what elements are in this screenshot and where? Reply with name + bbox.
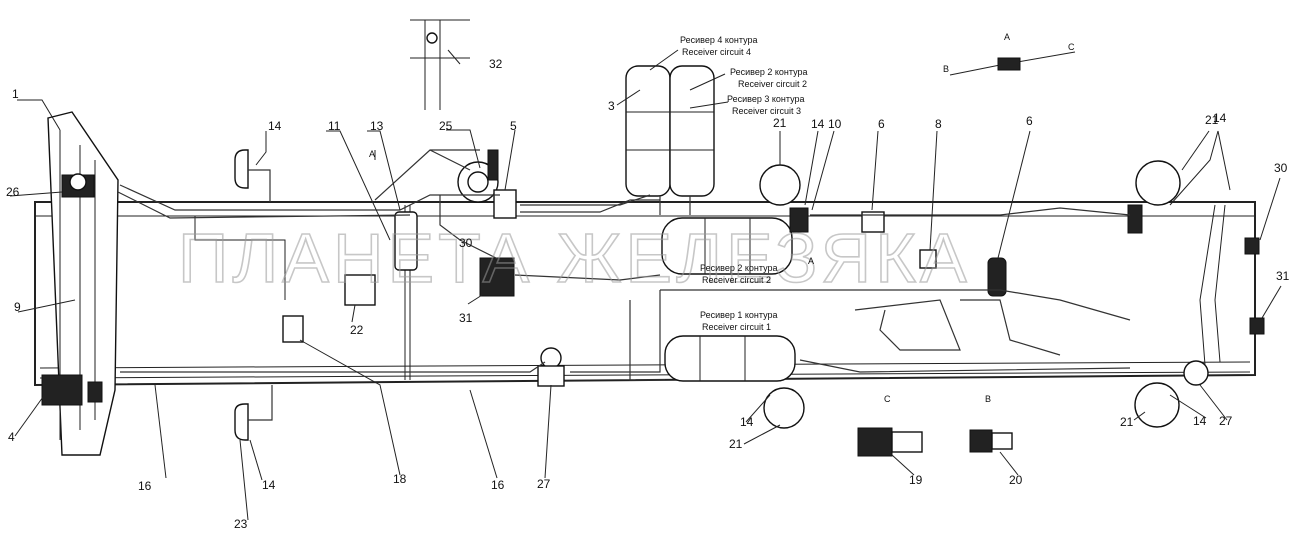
callout-27a: 27 <box>537 477 551 491</box>
front-right-wheel-assembly <box>61 173 95 198</box>
callout-19: 19 <box>909 473 923 487</box>
label-receiver-1-ru: Ресивер 1 контура <box>700 310 777 320</box>
callout-9: 9 <box>14 300 21 314</box>
label-receiver-1-en: Receiver circuit 1 <box>702 322 771 332</box>
callout-13: 13 <box>370 119 384 133</box>
view-letter-a-top: A <box>1004 32 1010 42</box>
callout-5: 5 <box>510 119 517 133</box>
view-letter-b-top: B <box>943 64 949 74</box>
callout-32: 32 <box>489 57 503 71</box>
callout-27b: 27 <box>1219 414 1233 428</box>
callout-14c: 14 <box>1213 111 1227 125</box>
callout-14e: 14 <box>1193 414 1207 428</box>
callout-14f: 14 <box>262 478 276 492</box>
label-receiver-2-en: Receiver circuit 2 <box>738 79 807 89</box>
callout-23: 23 <box>234 517 248 531</box>
callout-11: 11 <box>328 119 341 133</box>
callout-21a: 21 <box>773 116 787 130</box>
callout-14d: 14 <box>740 415 754 429</box>
callout-numbers: 1 3 4 5 6 6 8 9 10 11 13 14 14 14 14 14 … <box>6 57 1290 531</box>
front-brake-chamber-top <box>234 149 271 202</box>
callout-1: 1 <box>12 87 19 101</box>
callout-25: 25 <box>439 119 453 133</box>
callout-16b: 16 <box>491 478 505 492</box>
callout-21d: 21 <box>1120 415 1134 429</box>
label-receiver-2b-en: Receiver circuit 2 <box>702 275 771 285</box>
callout-26: 26 <box>6 185 20 199</box>
callout-8: 8 <box>935 117 942 131</box>
coupling-19 <box>857 427 923 457</box>
label-receiver-4-ru: Ресивер 4 контура <box>680 35 757 45</box>
callout-21c: 21 <box>729 437 743 451</box>
callout-21b: 21 <box>1205 113 1219 127</box>
callout-14b: 14 <box>811 117 825 131</box>
front-brake-chamber-bottom <box>234 385 273 441</box>
receiver-circuit-1-horizontal <box>664 335 796 382</box>
view-letters: A A A B C C B <box>369 32 1075 404</box>
callout-4: 4 <box>8 430 15 444</box>
callout-16a: 16 <box>138 479 152 493</box>
view-letter-c-top: C <box>1068 42 1075 52</box>
view-letter-a-mid: A <box>808 256 814 266</box>
callout-3: 3 <box>608 99 615 113</box>
label-receiver-2-ru: Ресивер 2 контура <box>730 67 807 77</box>
receiver-labels: Ресивер 4 контура Receiver circuit 4 Рес… <box>680 35 807 332</box>
leader-lines <box>9 49 1282 521</box>
callout-20: 20 <box>1009 473 1023 487</box>
label-receiver-3-en: Receiver circuit 3 <box>732 106 801 116</box>
callout-14a: 14 <box>268 119 282 133</box>
callout-18: 18 <box>393 472 407 486</box>
front-left-wheel-assembly <box>41 374 103 406</box>
view-letter-a-arrow: A <box>369 149 375 159</box>
rear-brake-chambers <box>759 160 1209 429</box>
view-letter-b-bottom: B <box>985 394 991 404</box>
callout-31b: 31 <box>1276 269 1290 283</box>
inset-view-32 <box>410 19 470 110</box>
receiver-pair-circuits-2-3-4 <box>625 65 715 215</box>
coupling-20 <box>969 429 1013 453</box>
view-letter-c-bottom: C <box>884 394 891 404</box>
callout-6a: 6 <box>878 117 885 131</box>
callout-6b: 6 <box>1026 114 1033 128</box>
callout-30a: 30 <box>459 236 473 250</box>
callout-31a: 31 <box>459 311 473 325</box>
callout-10: 10 <box>828 117 842 131</box>
valve-components <box>282 149 1265 387</box>
callout-22: 22 <box>350 323 364 337</box>
inset-view-a <box>949 51 1076 76</box>
receiver-circuit-2-horizontal <box>661 217 793 275</box>
callout-30b: 30 <box>1274 161 1288 175</box>
label-receiver-2b-ru: Ресивер 2 контура <box>700 263 777 273</box>
label-receiver-3-ru: Ресивер 3 контура <box>727 94 804 104</box>
label-receiver-4-en: Receiver circuit 4 <box>682 47 751 57</box>
watermark-text: ПЛАНЕТА ЖЕЛЕЗЯКА <box>178 219 971 297</box>
